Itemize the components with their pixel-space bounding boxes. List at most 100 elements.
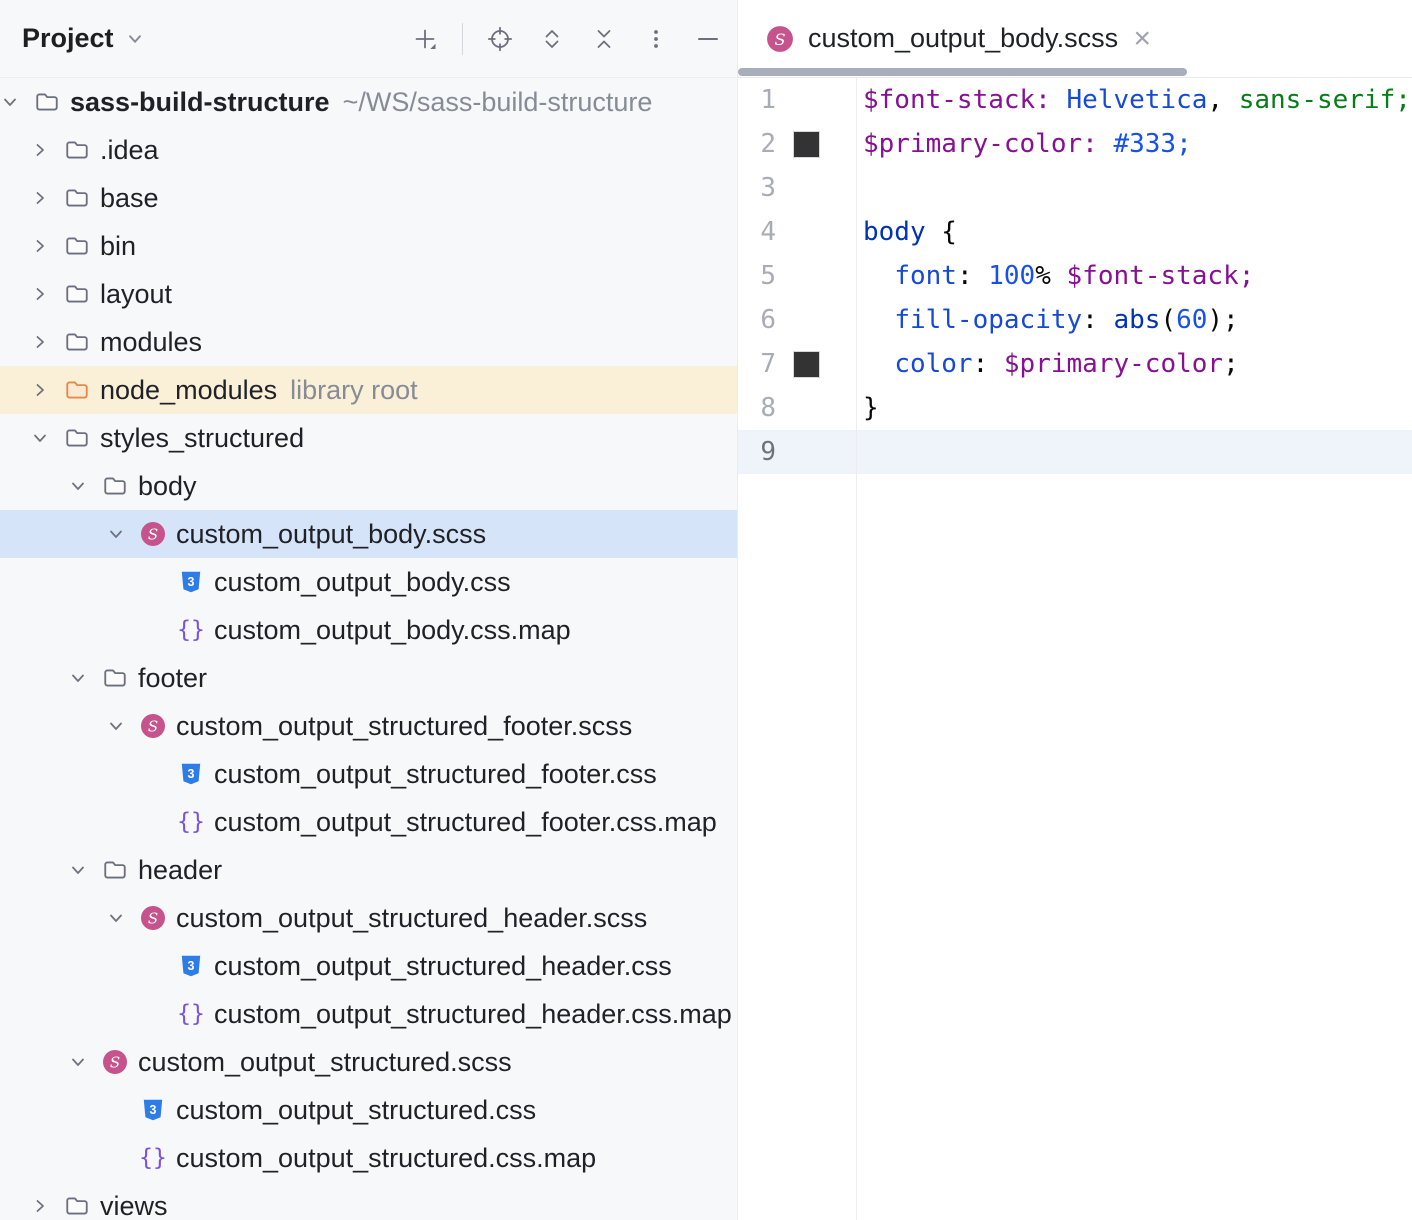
line-number: 2: [760, 129, 776, 159]
chevron-slot: [144, 942, 178, 990]
tree-row-custom-output-structured-footer-css[interactable]: 3 custom_output_structured_footer.css: [0, 750, 737, 798]
editor-body[interactable]: 1$font-stack: Helvetica, sans-serif;2$pr…: [738, 78, 1412, 1220]
tree-row-layout[interactable]: layout: [0, 270, 737, 318]
chevron-right-icon[interactable]: [30, 366, 64, 414]
sass-file-icon: S: [102, 1049, 128, 1075]
chevron-right-icon[interactable]: [30, 318, 64, 366]
tree-row-custom-output-body-css[interactable]: 3 custom_output_body.css: [0, 558, 737, 606]
code-text: }: [863, 393, 879, 423]
tree-item-label: custom_output_structured.css.map: [176, 1142, 597, 1173]
chevron-right-icon[interactable]: [30, 270, 64, 318]
tree-item-label: node_modules: [100, 374, 278, 405]
tree-row-modules[interactable]: modules: [0, 318, 737, 366]
tree-row-sass-build-structure[interactable]: sass-build-structure~/WS/sass-build-stru…: [0, 78, 737, 126]
tree-item-label: custom_output_structured_footer.css.map: [214, 806, 717, 837]
code-line-7: 7 color: $primary-color;: [738, 342, 1412, 386]
chevron-right-icon[interactable]: [30, 1182, 64, 1220]
line-number: 4: [760, 217, 776, 247]
sass-file-icon: S: [140, 713, 166, 739]
gutter-annotations: [776, 210, 856, 254]
gutter-annotations: [776, 254, 856, 298]
sass-file-icon: S: [767, 25, 793, 52]
expand-all-icon: [545, 29, 559, 48]
folder-icon: [64, 185, 90, 211]
chevron-down-icon[interactable]: [68, 846, 102, 894]
code-line-9: 9: [738, 430, 1412, 474]
project-view-selector[interactable]: Project: [22, 23, 146, 54]
chevron-down-icon[interactable]: [30, 414, 64, 462]
tree-item-label: base: [100, 182, 159, 213]
chevron-slot: [144, 750, 178, 798]
code-text: color: $primary-color;: [894, 349, 1239, 379]
code-text: $primary-color: #333;: [863, 129, 1192, 159]
tree-row-styles-structured[interactable]: styles_structured: [0, 414, 737, 462]
tree-row-body[interactable]: body: [0, 462, 737, 510]
add-button[interactable]: [410, 24, 440, 54]
folder-icon: [64, 425, 90, 451]
tree-row-base[interactable]: base: [0, 174, 737, 222]
close-tab-icon[interactable]: ×: [1133, 21, 1151, 55]
folder-icon: [64, 281, 90, 307]
tree-row-bin[interactable]: bin: [0, 222, 737, 270]
code-text: fill-opacity: abs(60);: [894, 305, 1239, 335]
more-options-button[interactable]: [641, 24, 671, 54]
collapse-all-button[interactable]: [589, 24, 619, 54]
tree-item-label: custom_output_structured_footer.css: [214, 758, 657, 789]
panel-title: Project: [22, 23, 114, 53]
chevron-right-icon[interactable]: [30, 222, 64, 270]
line-number: 7: [760, 349, 776, 379]
color-preview-swatch[interactable]: [793, 130, 820, 158]
tab-custom-output-body-scss[interactable]: S custom_output_body.scss ×: [738, 0, 1187, 77]
tree-row-footer[interactable]: footer: [0, 654, 737, 702]
color-preview-swatch[interactable]: [793, 350, 820, 378]
more-options-icon: [654, 29, 658, 48]
line-number: 8: [760, 393, 776, 423]
css-file-icon: 3: [178, 761, 204, 787]
css-map-file-icon: {}: [139, 1144, 167, 1171]
chevron-down-icon[interactable]: [106, 702, 140, 750]
chevron-down-icon[interactable]: [68, 462, 102, 510]
tree-item-label: .idea: [100, 134, 159, 165]
tree-item-label: body: [138, 470, 197, 501]
tree-row-custom-output-body-css-map[interactable]: {}custom_output_body.css.map: [0, 606, 737, 654]
code-text: font: 100% $font-stack;: [894, 261, 1255, 291]
tree-item-label: custom_output_structured_header.scss: [176, 902, 648, 933]
tree-row-custom-output-structured-css-map[interactable]: {} custom_output_structured.css.map: [0, 1134, 737, 1182]
tree-row-custom-output-structured-footer-css-map[interactable]: {}custom_output_structured_footer.css.ma…: [0, 798, 737, 846]
line-number: 9: [760, 437, 776, 467]
hide-tool-window-button[interactable]: [693, 24, 723, 54]
chevron-down-icon[interactable]: [106, 510, 140, 558]
chevron-down-icon[interactable]: [68, 654, 102, 702]
tree-item-label: custom_output_body.css: [214, 566, 511, 597]
line-number: 6: [760, 305, 776, 335]
select-opened-file-button[interactable]: [485, 24, 515, 54]
chevron-down-icon[interactable]: [106, 894, 140, 942]
chevron-right-icon[interactable]: [30, 126, 64, 174]
svg-text:S: S: [148, 910, 158, 928]
gutter-annotations: [776, 386, 856, 430]
chevron-down-icon: [128, 34, 141, 43]
tree-row-header[interactable]: header: [0, 846, 737, 894]
chevron-slot: [106, 1134, 140, 1182]
tree-item-label: custom_output_structured_footer.scss: [176, 710, 633, 741]
chevron-right-icon[interactable]: [30, 174, 64, 222]
code-line-8: 8}: [738, 386, 1412, 430]
chevron-down-icon[interactable]: [68, 1038, 102, 1086]
svg-text:3: 3: [188, 575, 195, 589]
expand-all-button[interactable]: [537, 24, 567, 54]
tree-row--idea[interactable]: .idea: [0, 126, 737, 174]
editor-area: S custom_output_body.scss × 1$font-stack…: [738, 0, 1412, 1220]
collapse-all-icon: [597, 29, 611, 48]
tree-row-custom-output-structured-header-css-map[interactable]: {}custom_output_structured_header.css.ma…: [0, 990, 737, 1038]
tree-row-views[interactable]: views: [0, 1182, 737, 1220]
tree-item-label: header: [138, 854, 223, 885]
chevron-down-icon[interactable]: [0, 78, 34, 126]
